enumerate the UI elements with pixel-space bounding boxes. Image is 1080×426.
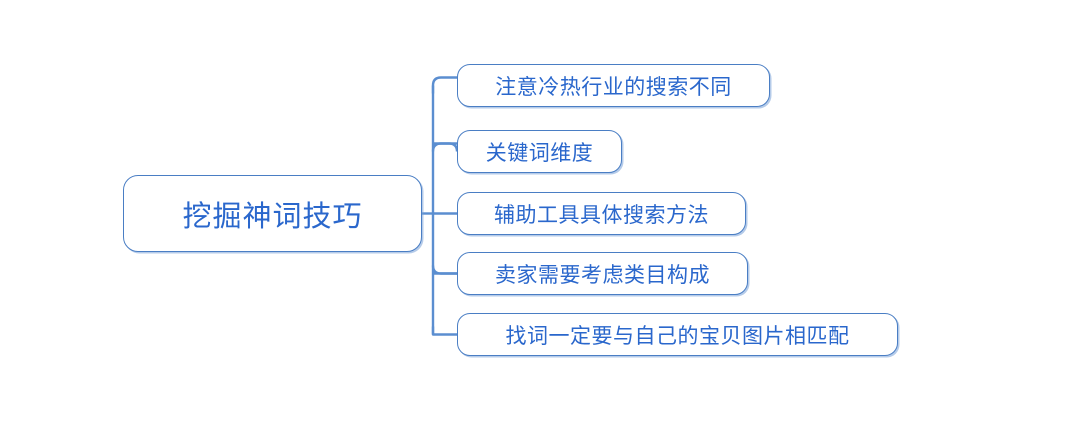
- connector-branch-0: [431, 76, 457, 94]
- branch-node-3[interactable]: 辅助工具具体搜索方法: [457, 192, 746, 235]
- branch-node-3-label: 辅助工具具体搜索方法: [494, 203, 709, 227]
- branch-node-2[interactable]: 关键词维度: [457, 130, 622, 173]
- branch-node-1[interactable]: 注意冷热行业的搜索不同: [457, 64, 770, 107]
- branch-node-5-label: 找词一定要与自己的宝贝图片相匹配: [505, 324, 850, 348]
- branch-node-1-label: 注意冷热行业的搜索不同: [495, 75, 732, 99]
- connector-elbow-1: [431, 142, 457, 152]
- branch-node-4-label: 卖家需要考虑类目构成: [495, 263, 710, 287]
- root-node[interactable]: 挖掘神词技巧: [123, 175, 422, 252]
- branch-node-4[interactable]: 卖家需要考虑类目构成: [457, 252, 748, 295]
- connector-branch-1: [433, 142, 459, 152]
- branch-node-2-label: 关键词维度: [485, 141, 594, 165]
- root-node-label: 挖掘神词技巧: [182, 200, 363, 233]
- branch-node-5[interactable]: 找词一定要与自己的宝贝图片相匹配: [457, 313, 898, 356]
- connector-elbow-3: [431, 265, 457, 275]
- connector-branch-4: [431, 326, 457, 336]
